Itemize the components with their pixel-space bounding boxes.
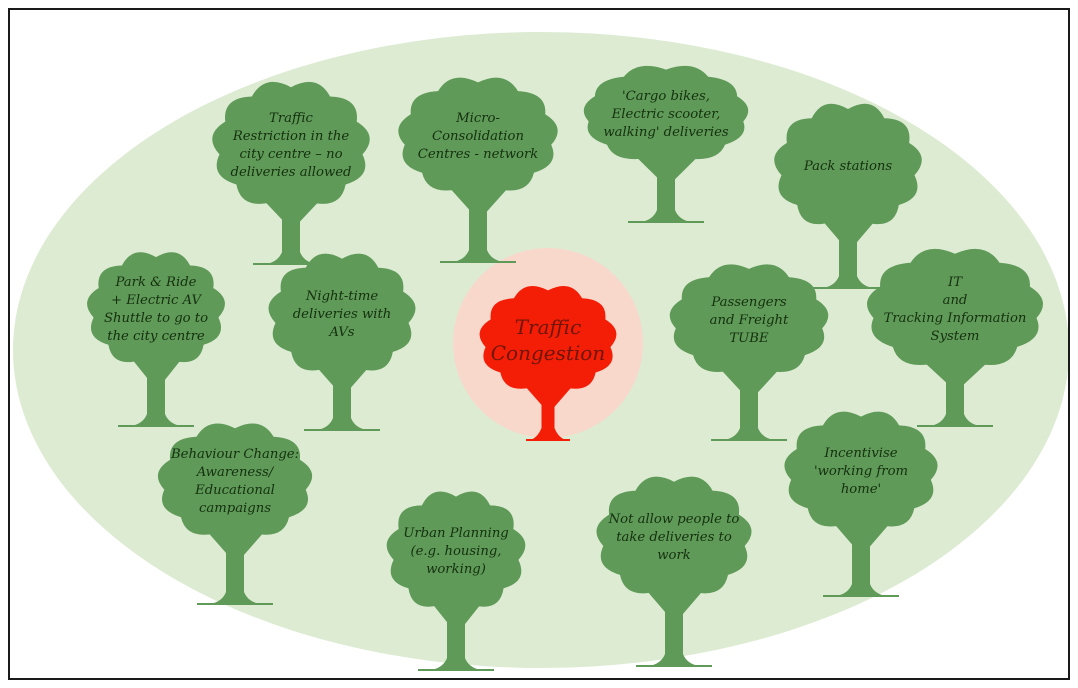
tree-icon	[212, 81, 370, 265]
tree-icon	[583, 65, 749, 223]
tree-label: Behaviour Change: Awareness/ Educational…	[170, 446, 300, 517]
tree-crown	[398, 77, 558, 199]
tree-crown	[268, 253, 416, 379]
tree-traffic-restriction: Traffic Restriction in the city centre –…	[185, 56, 397, 272]
tree-icon	[867, 248, 1043, 427]
tree-icon	[157, 423, 313, 605]
tree-label: 'Cargo bikes, Electric scooter, walking'…	[603, 88, 729, 141]
tree-crown	[212, 81, 370, 213]
tree-label: Urban Planning (e.g. housing, working)	[403, 525, 509, 578]
center-tree-icon	[479, 285, 617, 441]
tree-pack-stations: Pack stations	[748, 78, 948, 296]
center-tree: Traffic Congestion	[453, 261, 643, 448]
tree-it-tracking: IT and Tracking Information System	[837, 223, 1068, 434]
tree-crown	[386, 491, 526, 615]
tree-icon	[596, 476, 752, 667]
tree-crown	[87, 252, 225, 370]
tree-label: Traffic Restriction in the city centre –…	[230, 110, 352, 181]
center-label: Traffic Congestion	[490, 315, 606, 365]
tree-micro-consolidation: Micro- Consolidation Centres - network	[370, 52, 586, 270]
tree-label: Incentivise 'working from home'	[813, 445, 909, 498]
tree-no-work-deliveries: Not allow people to take deliveries to w…	[569, 451, 779, 674]
tree-crown	[157, 423, 313, 543]
tree-icon	[784, 411, 938, 597]
tree-label: Micro- Consolidation Centres - network	[417, 110, 539, 163]
tree-icon	[268, 253, 416, 431]
tree-icon	[386, 491, 526, 671]
tree-urban-planning: Urban Planning (e.g. housing, working)	[361, 466, 551, 678]
tree-crown	[784, 411, 938, 535]
tree-label: Not allow people to take deliveries to w…	[608, 511, 740, 564]
diagram-frame: Traffic Congestion Traffic Restriction i…	[8, 8, 1070, 680]
tree-behaviour-change: Behaviour Change: Awareness/ Educational…	[130, 398, 340, 612]
tree-park-ride: Park & Ride + Electric AV Shuttle to go …	[61, 227, 251, 434]
tree-working-from-home: Incentivise 'working from home'	[757, 386, 965, 604]
tree-label: Night-time deliveries with AVs	[292, 288, 392, 341]
tree-label: Passengers and Freight TUBE	[709, 294, 789, 347]
tree-night-time: Night-time deliveries with AVs	[242, 228, 442, 438]
tree-crown	[669, 264, 829, 380]
tree-crown	[867, 248, 1043, 374]
tree-icon	[774, 103, 922, 289]
tree-icon	[87, 252, 225, 427]
tree-crown	[774, 103, 922, 233]
tree-crown	[596, 476, 752, 602]
tree-passengers-freight: Passengers and Freight TUBE	[641, 239, 857, 448]
tree-diagram: Traffic Congestion Traffic Restriction i…	[10, 10, 1068, 678]
tree-icon	[398, 77, 558, 263]
tree-crown	[583, 65, 749, 167]
tree-label: Park & Ride + Electric AV Shuttle to go …	[103, 274, 209, 345]
tree-icon	[669, 264, 829, 441]
tree-label: IT and Tracking Information System	[883, 274, 1027, 345]
tree-cargo-bikes: 'Cargo bikes, Electric scooter, walking'…	[553, 41, 779, 230]
tree-crown	[479, 285, 617, 396]
tree-label: Pack stations	[803, 158, 893, 174]
